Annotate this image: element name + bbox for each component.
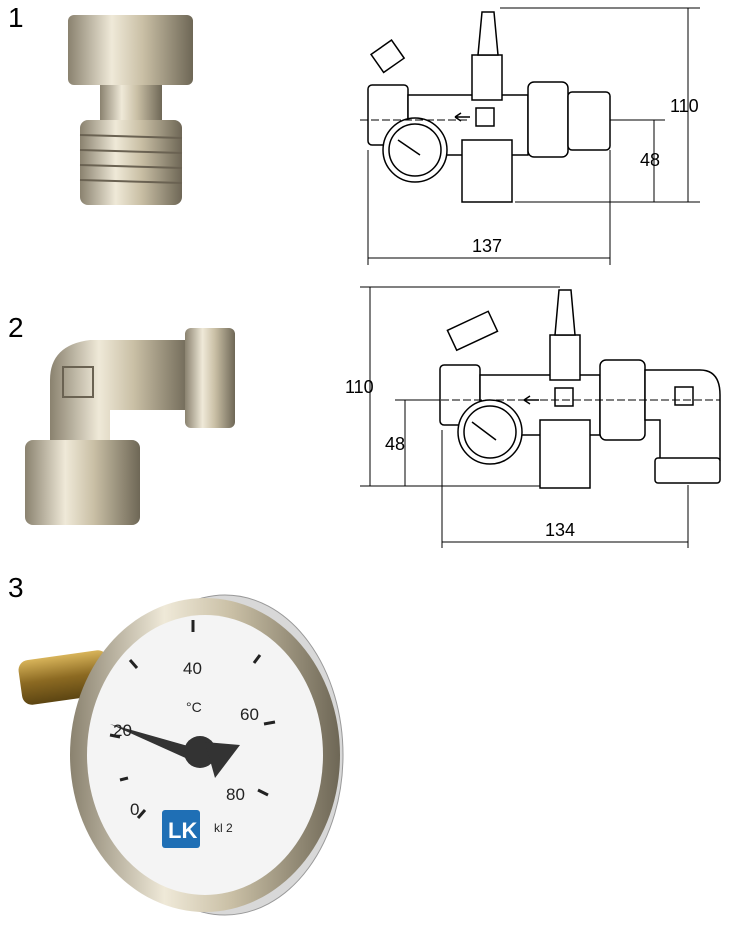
gauge-label-80: 80 — [226, 785, 245, 804]
elbow-coupling-photo — [25, 328, 235, 525]
dim-height-1: 110 — [670, 96, 699, 116]
item-number-2: 2 — [8, 312, 24, 343]
valve-diagram-2 — [360, 286, 721, 548]
dim-width-2: 134 — [545, 520, 575, 540]
lk-logo: LK — [168, 818, 197, 843]
gauge-class: kl 2 — [214, 821, 233, 835]
item-number-1: 1 — [8, 2, 24, 33]
gauge-label-60: 60 — [240, 705, 259, 724]
item-number-3: 3 — [8, 572, 24, 603]
dim-width-1: 137 — [472, 236, 502, 256]
valve-diagram-1 — [360, 7, 700, 265]
gauge-label-20: 20 — [113, 721, 132, 740]
gauge-unit: °C — [186, 699, 202, 715]
gauge-label-0: 0 — [130, 800, 139, 819]
dim-axis-2: 48 — [385, 434, 405, 454]
dim-height-2: 110 — [345, 377, 374, 397]
thermometer-photo: LK — [18, 594, 344, 916]
gauge-label-40: 40 — [183, 659, 202, 678]
straight-coupling-photo — [68, 15, 193, 205]
dim-axis-1: 48 — [640, 150, 660, 170]
